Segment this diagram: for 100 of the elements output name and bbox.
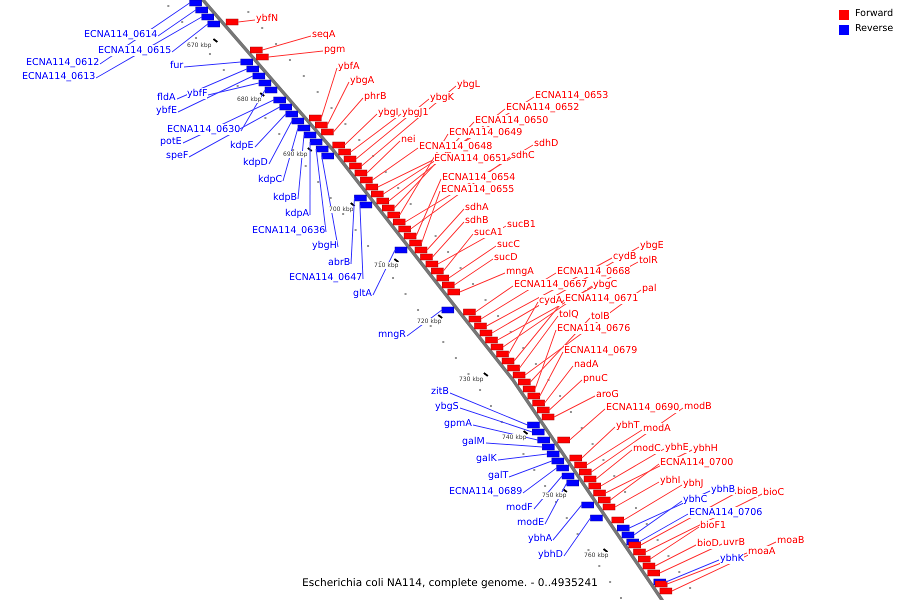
gene-label: ybhE	[665, 442, 689, 453]
gene-label: moaA	[748, 546, 776, 557]
leader-line	[238, 20, 256, 22]
leader-line	[581, 426, 616, 458]
gene-block	[570, 454, 582, 462]
leader-line	[377, 160, 434, 188]
gene-label: phrB	[364, 91, 386, 102]
gene-block	[354, 170, 368, 176]
gene-label: ECNA114_0636	[252, 225, 326, 236]
gene-label: ybhB	[711, 484, 736, 495]
leader-line	[633, 500, 682, 536]
leader-line	[474, 286, 514, 312]
gene-block	[189, 0, 202, 6]
gene-block	[404, 232, 416, 240]
gene-block	[292, 118, 304, 124]
gene-label: uvrB	[723, 537, 746, 548]
gene-block	[226, 18, 238, 26]
gene-label: sdhC	[511, 150, 535, 161]
gene-label: ECNA114_0649	[449, 127, 522, 138]
leader-line	[268, 120, 292, 164]
leader-line	[610, 464, 660, 500]
gene-block	[309, 114, 322, 122]
gene-label: sdhD	[534, 138, 558, 149]
leader-line	[460, 408, 533, 432]
leader-line	[254, 114, 286, 148]
gene-label: ECNA114_0676	[557, 323, 630, 334]
gene-label: ECNA114_0668	[557, 266, 630, 277]
gene-block	[392, 218, 406, 226]
gene-block	[562, 472, 574, 480]
gene-block	[360, 176, 373, 184]
gene-label: sdhA	[465, 202, 488, 213]
gene-block	[581, 502, 594, 508]
gene-label: bioB	[737, 486, 758, 497]
gene-block	[354, 194, 367, 202]
leader-line	[552, 504, 582, 540]
gene-label: tolB	[591, 311, 610, 322]
gene-block	[518, 378, 531, 386]
gene-block	[532, 428, 544, 436]
leader-line	[208, 82, 260, 96]
leader-line	[442, 234, 474, 272]
gene-block	[448, 288, 460, 296]
gene-label: mngR	[378, 329, 406, 340]
leader-line	[498, 454, 548, 460]
gene-block	[537, 436, 550, 444]
gene-label: cydB	[613, 251, 636, 262]
gene-label: kdpC	[258, 174, 282, 185]
leader-line	[534, 330, 556, 390]
gene-label: ECNA114_0706	[689, 507, 762, 518]
gene-block	[642, 562, 656, 570]
gene-block	[426, 260, 438, 268]
gene-label: bioF1	[700, 520, 726, 531]
leader-line	[519, 316, 558, 368]
gene-label: zitB	[431, 386, 449, 397]
gene-label: pgm	[324, 44, 346, 55]
gene-label: galM	[462, 436, 485, 447]
gene-label: potE	[160, 136, 182, 147]
leader-line	[310, 142, 311, 216]
gene-label: ybgH	[312, 240, 337, 251]
gene-label: modB	[684, 401, 712, 412]
gene-block	[474, 322, 487, 330]
gene-label: ybfF	[187, 88, 208, 99]
gene-block	[557, 436, 570, 444]
gene-block	[532, 400, 545, 406]
leader-line	[486, 442, 543, 448]
gene-label: ybgE	[640, 240, 664, 251]
gene-label: bioD	[697, 538, 719, 549]
gene-label: fur	[170, 60, 184, 71]
gene-block	[349, 162, 362, 170]
gene-block	[286, 110, 298, 118]
gene-block	[431, 268, 444, 274]
gene-label: fldA	[157, 92, 176, 103]
gene-label: ECNA114_0612	[26, 57, 100, 68]
gene-block	[485, 336, 498, 344]
gene-block	[542, 414, 554, 420]
caption: Escherichia coli NA114, complete genome. - 0..4935241	[302, 577, 598, 589]
gene-label: ybfE	[156, 105, 177, 116]
gene-label: pal	[642, 283, 656, 294]
leader-line	[544, 482, 568, 524]
gene-label: sucB1	[507, 219, 536, 230]
gene-block	[304, 132, 316, 138]
leader-line	[350, 198, 355, 264]
gene-block	[366, 184, 378, 190]
gene-label: ECNA114_0615	[98, 45, 172, 56]
gene-block	[546, 450, 560, 458]
gene-label: ECNA114_0690	[606, 402, 680, 413]
leader-line	[554, 396, 596, 418]
gene-label: gpmA	[444, 418, 472, 429]
leader-line	[178, 76, 254, 112]
gene-block	[246, 66, 260, 72]
gene-block	[250, 46, 263, 54]
gene-label: ECNA114_0614	[84, 29, 158, 40]
gene-block	[593, 490, 606, 496]
gene-block	[584, 476, 596, 482]
gene-label: ybhA	[528, 533, 552, 544]
leader-line	[659, 544, 722, 574]
gene-block	[556, 464, 569, 472]
gene-block	[195, 6, 208, 14]
gene-label: abrB	[328, 257, 350, 268]
gene-label: ybgJ1	[402, 107, 429, 118]
gene-label: nei	[401, 134, 416, 145]
